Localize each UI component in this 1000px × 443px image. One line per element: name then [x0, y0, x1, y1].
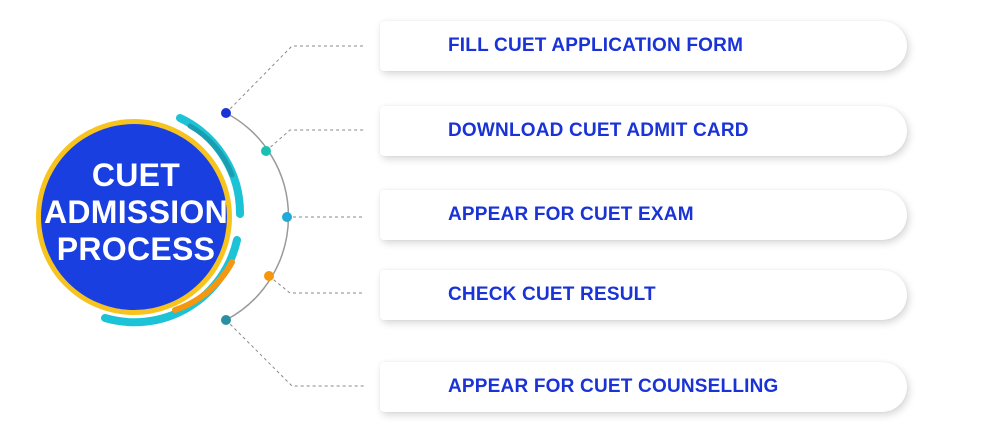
step-label: FILL CUET APPLICATION FORM: [448, 35, 744, 56]
step-label: DOWNLOAD CUET ADMIT CARD: [448, 120, 749, 141]
connector-2: [265, 129, 365, 152]
step-card-download-admit-card: DOWNLOAD CUET ADMIT CARD: [380, 106, 907, 156]
step-dot-1: [221, 108, 231, 118]
step-dot-5: [221, 315, 231, 325]
step-dot-4: [264, 271, 274, 281]
step-card-appear-exam: APPEAR FOR CUET EXAM: [380, 190, 907, 240]
connector-1: [225, 45, 365, 114]
accent-arc-top-inner: [187, 123, 235, 178]
timeline-arc: [225, 112, 290, 321]
step-dot-2: [261, 146, 271, 156]
hub-title-line-1: CUET: [91, 157, 181, 193]
hub-circle: [41, 124, 227, 310]
step-card-fill-application: FILL CUET APPLICATION FORM: [380, 21, 907, 71]
accent-arc-bottom-orange: [172, 259, 235, 313]
step-label: APPEAR FOR CUET EXAM: [448, 204, 694, 225]
step-dot-3: [282, 212, 292, 222]
step-card-check-result: CHECK CUET RESULT: [380, 270, 907, 320]
hub-title: CUET ADMISSION PROCESS: [40, 157, 232, 268]
connector-4: [268, 275, 365, 294]
step-label: APPEAR FOR CUET COUNSELLING: [448, 376, 779, 397]
step-label: CHECK CUET RESULT: [448, 284, 656, 305]
hub-title-line-2: ADMISSION: [43, 194, 229, 230]
step-card-appear-counselling: APPEAR FOR CUET COUNSELLING: [380, 362, 907, 412]
hub-title-line-3: PROCESS: [56, 231, 216, 267]
connector-5: [225, 319, 365, 387]
